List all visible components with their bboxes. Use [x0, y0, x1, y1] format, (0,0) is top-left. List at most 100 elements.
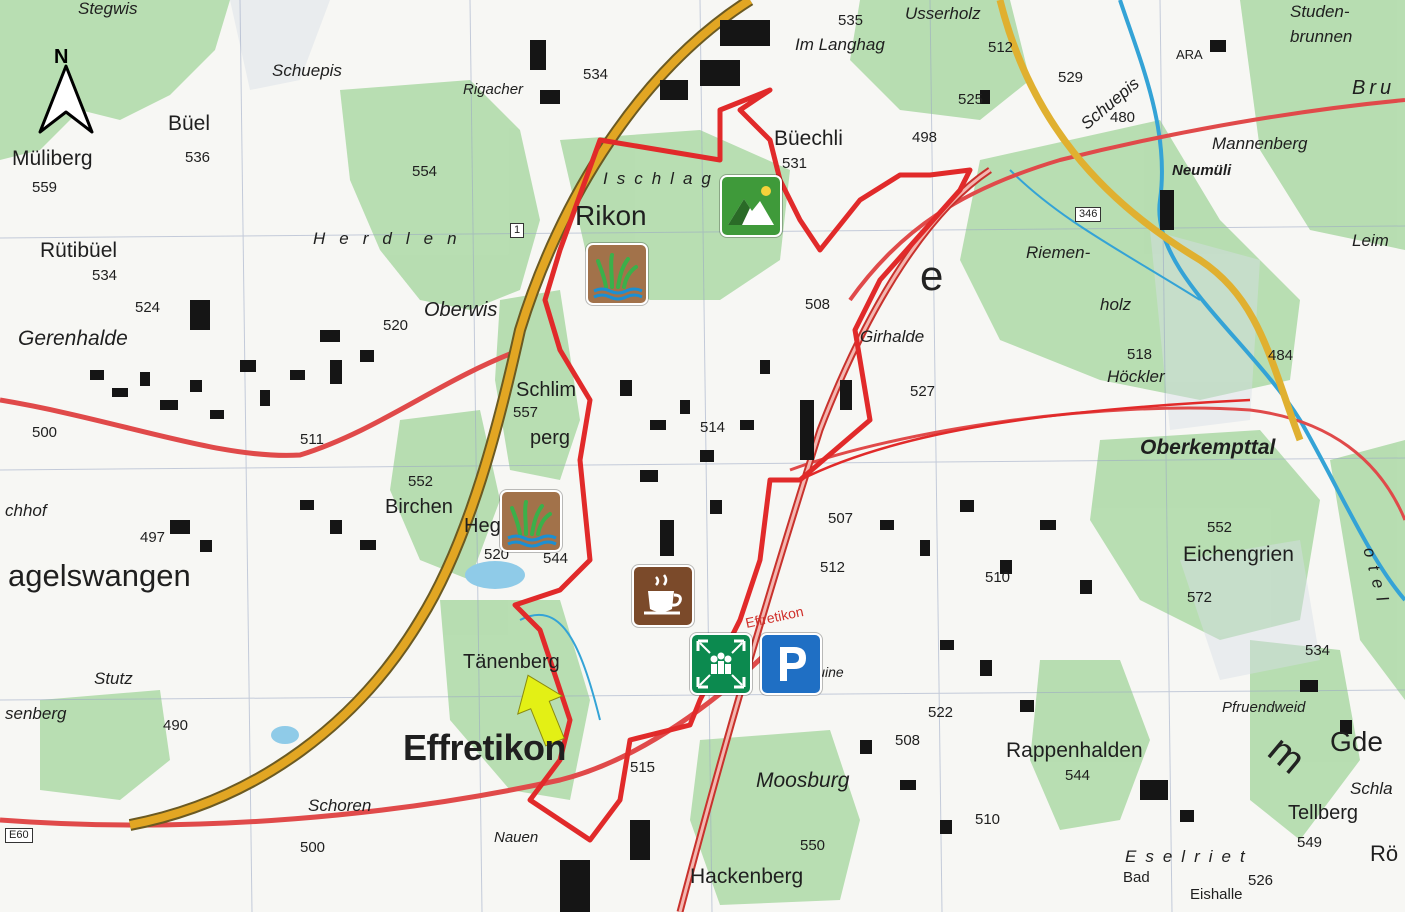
elev: 525 [958, 91, 984, 108]
buildings [90, 20, 1352, 912]
label-im-langhag: Im Langhag [795, 35, 885, 54]
label-schlim: Schlim [516, 379, 577, 401]
label-gerenhalde: Gerenhalde [18, 327, 128, 350]
elev: 512 [988, 39, 1014, 56]
label-mannenberg: Mannenberg [1212, 134, 1308, 153]
label-eichengrien: Eichengrien [1183, 543, 1294, 566]
elev: 552 [1207, 519, 1233, 536]
label-oberwis: Oberwis [424, 299, 498, 321]
label-holz: holz [1100, 295, 1132, 314]
label-effretikon: Effretikon [403, 727, 567, 768]
elev: 500 [32, 424, 58, 441]
north-arrow-icon [38, 64, 94, 134]
label-ischlag: Ischlag [603, 169, 720, 188]
label-schla: Schla [1350, 779, 1393, 798]
elev: 544 [1065, 767, 1091, 784]
wetland-poi-2[interactable] [500, 490, 562, 552]
label-ro: Rö [1370, 841, 1399, 866]
north-label: N [54, 46, 69, 68]
label-rutibuel: Rütibüel [40, 239, 118, 262]
label-hockler: Höckler [1107, 367, 1165, 386]
wetland-poi-1[interactable] [586, 243, 648, 305]
elev: 557 [513, 404, 539, 421]
elev: 554 [412, 163, 438, 180]
label-senberg: senberg [5, 704, 67, 723]
elev: 549 [1297, 834, 1323, 851]
label-usserholz: Usserholz [905, 4, 981, 23]
elev: 515 [630, 759, 656, 776]
label-tellberg: Tellberg [1288, 802, 1359, 824]
label-eishalle: Eishalle [1190, 886, 1243, 903]
label-ara: ARA [1176, 47, 1203, 62]
label-perg: perg [530, 427, 571, 449]
label-girhalde: Girhalde [860, 327, 925, 346]
elev: 552 [408, 473, 434, 490]
meeting-point-poi[interactable] [690, 633, 752, 695]
elev: 510 [975, 811, 1001, 828]
elev: 550 [800, 837, 826, 854]
elev: 500 [300, 839, 326, 856]
label-tanenberg: Tänenberg [463, 651, 560, 673]
label-herdlen: Herdlen [313, 229, 471, 248]
label-chhof: chhof [5, 501, 47, 520]
main-roads [0, 98, 1405, 828]
pond [465, 561, 525, 589]
label-studen: Studen- [1290, 2, 1350, 21]
elev: 507 [828, 510, 854, 527]
elev: 497 [140, 529, 166, 546]
elev: 508 [805, 296, 831, 313]
north-arrow: N [34, 46, 98, 136]
label-bad: Bad [1123, 869, 1150, 886]
label-hackenberg: Hackenberg [690, 865, 804, 888]
label-birchen: Birchen [385, 496, 453, 518]
label-pfruendweid: Pfruendweid [1222, 699, 1306, 716]
elev: 490 [163, 717, 189, 734]
label-e-letter: e [920, 252, 944, 299]
elev: 512 [820, 559, 846, 576]
label-eselriet: Eselriet [1125, 847, 1254, 866]
label-gde: Gde [1330, 726, 1383, 757]
elev: 518 [1127, 346, 1153, 363]
elev: 572 [1187, 589, 1213, 606]
label-nauen: Nauen [494, 829, 539, 846]
mountain-icon [728, 186, 774, 225]
elev: 520 [383, 317, 409, 334]
label-neumuli: Neumüli [1172, 162, 1232, 179]
road-number-1: 1 [510, 223, 525, 238]
label-agelswangen: agelswangen [8, 558, 191, 593]
relief-shade [230, 0, 1320, 680]
elev: 534 [1305, 642, 1331, 659]
wetland-icon [593, 253, 643, 301]
parking-poi[interactable] [760, 633, 822, 695]
elev: 514 [700, 419, 726, 436]
coffee-cup-icon [644, 574, 682, 615]
label-buechli: Büechli [774, 127, 843, 150]
elev: 544 [543, 550, 569, 567]
label-oberkempttal: Oberkempttal [1140, 436, 1276, 459]
rivers [519, 0, 1405, 721]
elev: 510 [985, 569, 1011, 586]
elev: 526 [1248, 872, 1274, 889]
label-rigacher: Rigacher [463, 81, 524, 98]
label-rikon: Rikon [575, 200, 647, 231]
wetland-icon [507, 500, 557, 548]
parking-icon [780, 647, 806, 681]
road-number-e60: E60 [5, 828, 33, 843]
elev: 524 [135, 299, 161, 316]
direction-arrow [517, 674, 565, 747]
label-muliberg: Müliberg [12, 147, 93, 170]
elev: 531 [782, 155, 808, 172]
elev: 527 [910, 383, 936, 400]
elev: 480 [1110, 109, 1136, 126]
label-schuepis-w: Schuepis [272, 61, 342, 80]
label-bru: Bru [1352, 77, 1396, 99]
cafe-poi[interactable] [632, 565, 694, 627]
label-stegwis: Stegwis [78, 0, 138, 18]
viewpoint-poi[interactable] [720, 175, 782, 237]
elev: 511 [300, 431, 324, 448]
hiking-route [512, 87, 973, 843]
